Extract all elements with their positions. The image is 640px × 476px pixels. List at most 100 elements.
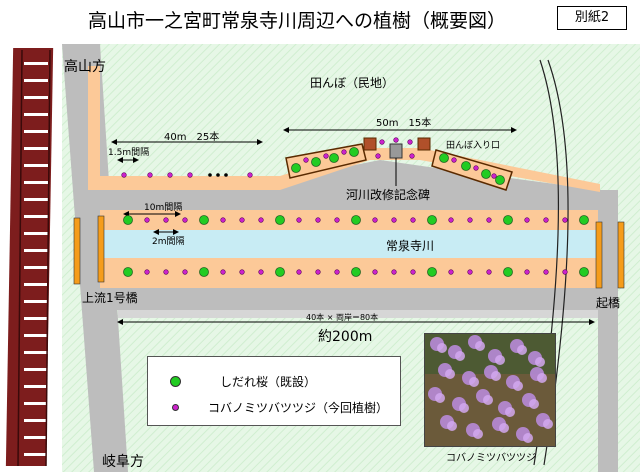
cherry-tree-marker — [439, 153, 449, 163]
rail-tie — [24, 283, 48, 286]
azalea-marker — [315, 217, 321, 223]
azalea-marker — [524, 269, 530, 275]
attachment-badge: 別紙2 — [557, 6, 627, 30]
monument-marker — [389, 143, 403, 159]
bridge-end-right — [617, 221, 625, 289]
river-spacing-b-label: 2m間隔 — [152, 237, 185, 247]
azalea-marker — [258, 217, 264, 223]
bridge-upstream-left — [73, 217, 81, 285]
azalea-marker — [409, 153, 415, 159]
azalea-marker — [258, 269, 264, 275]
upper-spacing-label: 1.5m間隔 — [108, 148, 150, 158]
rail-tie — [24, 249, 48, 252]
azalea-marker — [543, 217, 549, 223]
cherry-tree-marker — [329, 153, 339, 163]
rail-tie — [24, 351, 48, 354]
azalea-marker — [182, 217, 188, 223]
azalea-flower — [437, 343, 447, 353]
azalea-marker — [220, 269, 226, 275]
azalea-marker — [562, 269, 568, 275]
rail-tie — [24, 266, 48, 269]
cherry-tree-marker — [351, 215, 361, 225]
azalea-flower — [455, 351, 465, 361]
azalea-marker — [524, 217, 530, 223]
cherry-tree-marker — [123, 267, 133, 277]
rail-line — [17, 49, 23, 467]
rail-tie — [24, 419, 48, 422]
middle-section-label: 50m 15本 — [376, 118, 432, 129]
cherry-tree-marker — [579, 215, 589, 225]
azalea-marker — [372, 269, 378, 275]
rail-tie — [24, 436, 48, 439]
azalea-flower — [435, 393, 445, 403]
legend-azalea-dot — [172, 404, 179, 411]
cherry-tree-marker — [351, 267, 361, 277]
azalea-marker — [543, 269, 549, 275]
river-spacing-a-label: 10m間隔 — [144, 203, 183, 213]
cherry-tree-marker — [495, 175, 505, 185]
azalea-marker — [393, 137, 399, 143]
azalea-marker — [144, 217, 150, 223]
azalea-flower — [483, 395, 493, 405]
rail-tie — [24, 453, 48, 456]
cherry-tree-marker — [311, 157, 321, 167]
azalea-marker — [239, 269, 245, 275]
azalea-marker — [410, 217, 416, 223]
azalea-marker — [334, 269, 340, 275]
rail-tie — [24, 164, 48, 167]
total-length-label: 約200m — [318, 329, 373, 345]
bottom-strip — [118, 310, 608, 318]
rail-tie — [24, 181, 48, 184]
azalea-marker — [391, 217, 397, 223]
label-bridge-upstream: 上流1号橋 — [82, 291, 138, 305]
azalea-marker — [448, 217, 454, 223]
bridge-upstream-right — [97, 215, 105, 283]
cherry-tree-marker — [427, 267, 437, 277]
legend-cherry-dot — [170, 376, 181, 387]
river-bank-south — [100, 258, 598, 288]
cherry-tree-marker — [427, 215, 437, 225]
azalea-flower — [513, 381, 523, 391]
azalea-marker — [486, 269, 492, 275]
rail-ties — [17, 49, 51, 467]
label-north: 高山方 — [64, 59, 106, 75]
rail-tie — [24, 215, 48, 218]
azalea-marker — [163, 269, 169, 275]
rail-bed — [5, 48, 54, 466]
azalea-marker — [491, 173, 497, 179]
cherry-tree-marker — [481, 169, 491, 179]
azalea-flower — [529, 399, 539, 409]
azalea-marker — [315, 269, 321, 275]
cherry-tree-marker — [291, 163, 301, 173]
label-field: 田んぼ（民地） — [310, 76, 395, 90]
azalea-marker — [341, 149, 347, 155]
azalea-flower — [473, 429, 483, 439]
azalea-marker — [121, 172, 127, 178]
bridge-end-left — [595, 221, 603, 289]
rail-tie — [24, 198, 48, 201]
rail-tie — [24, 368, 48, 371]
cherry-tree-marker — [275, 215, 285, 225]
azalea-flower — [475, 341, 485, 351]
tree-markers — [121, 137, 589, 277]
azalea-marker — [334, 217, 340, 223]
rail-tie — [24, 402, 48, 405]
rail-tie — [24, 130, 48, 133]
rail-tie — [24, 62, 48, 65]
azalea-marker — [486, 217, 492, 223]
page-title: 高山市一之宮町常泉寺川周辺への植樹（概要図） — [88, 10, 507, 32]
azalea-flower — [459, 403, 469, 413]
lower-road — [98, 288, 612, 310]
label-river: 常泉寺川 — [386, 239, 435, 253]
label-field-entrance: 田んぼ入り口 — [446, 141, 501, 151]
legend-azalea-label: コバノミツバツツジ（今回植樹） — [208, 401, 389, 415]
azalea-flower — [505, 407, 515, 417]
azalea-marker — [163, 217, 169, 223]
label-monument: 河川改修記念碑 — [346, 188, 431, 202]
azalea-marker — [182, 269, 188, 275]
azalea-marker — [448, 269, 454, 275]
azalea-marker — [473, 165, 479, 171]
azalea-flower — [495, 355, 505, 365]
azalea-marker — [375, 153, 381, 159]
